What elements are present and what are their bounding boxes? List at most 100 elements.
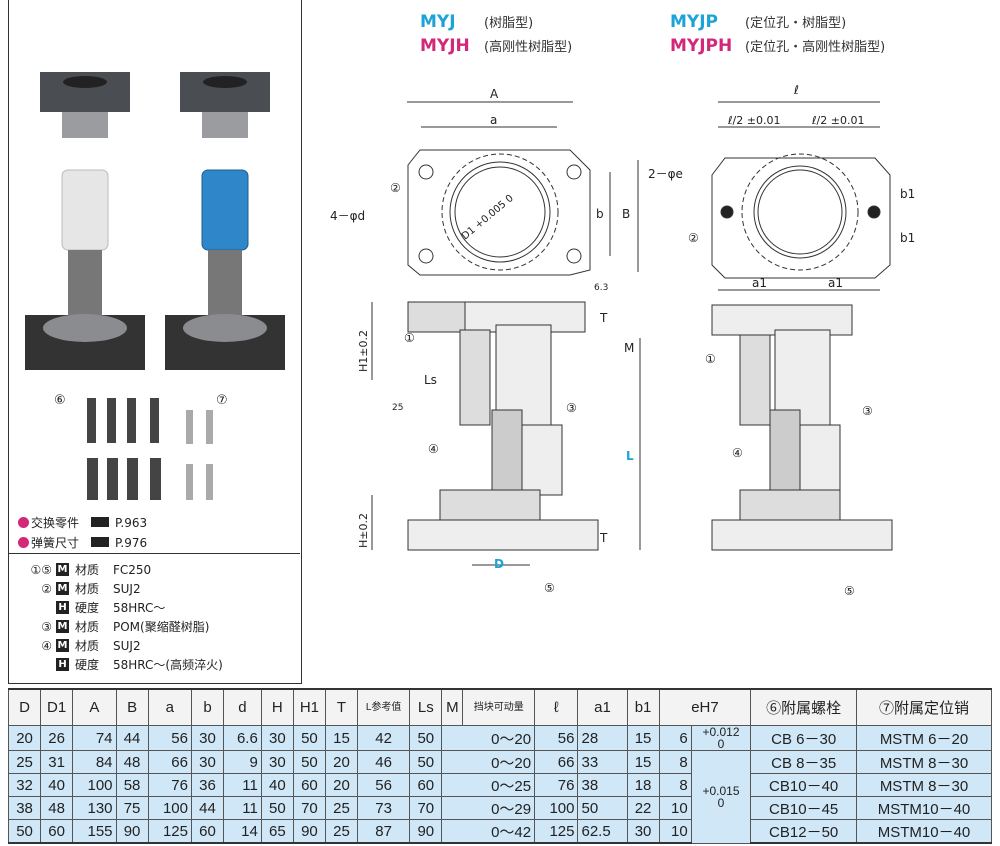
dim-B: B: [622, 207, 630, 221]
table-cell: MSTM10－40: [856, 819, 992, 844]
table-cell: 15: [324, 725, 359, 751]
table-cell: 73: [357, 796, 411, 820]
divider: [8, 553, 300, 554]
table-cell: 50: [577, 796, 628, 820]
dim-l: ℓ: [793, 83, 799, 97]
table-cell: 50: [260, 796, 294, 820]
table-cell: 60: [292, 773, 326, 797]
hardness-badge-icon: H: [56, 658, 69, 671]
table-cell: 66: [534, 750, 579, 774]
table-cell: 42: [357, 725, 411, 751]
dim-a: a: [490, 113, 497, 127]
column-header: L参考值: [357, 688, 411, 726]
dim-a1-2: a1: [828, 276, 843, 290]
hardness-badge-icon: H: [56, 601, 69, 614]
column-header: ⑦附属定位销: [856, 688, 992, 726]
dim-b: b: [596, 207, 604, 221]
table-cell: 50: [292, 750, 326, 774]
book-icon: [91, 537, 110, 547]
dim-M: M: [624, 341, 634, 355]
column-header: T: [324, 688, 359, 726]
table-cell: 0～29: [441, 796, 536, 820]
table-cell: CB10－40: [750, 773, 857, 797]
pin-label: ⑦: [216, 393, 228, 408]
table-cell: 130: [72, 796, 117, 820]
dim-H: H±0.2: [357, 513, 370, 548]
table-cell: 48: [40, 796, 74, 820]
column-header: H1: [292, 688, 326, 726]
table-cell: 0～42: [441, 819, 536, 844]
table-cell: 40: [40, 773, 74, 797]
top-view-myjp: [711, 101, 891, 291]
table-cell: 56: [357, 773, 411, 797]
table-cell: 25: [7, 750, 42, 774]
dim-d: 4－φd: [330, 209, 365, 223]
table-cell: CB 8－35: [750, 750, 857, 774]
column-header: A: [72, 688, 117, 726]
top-view-myj: [407, 101, 639, 276]
column-header: D: [7, 688, 42, 726]
table-cell: 46: [357, 750, 411, 774]
column-header: d: [223, 688, 262, 726]
callout-3b: ③: [862, 404, 873, 418]
callout-2: ②: [390, 181, 401, 195]
dim-H1: H1±0.2: [357, 330, 370, 372]
column-header: a1: [577, 688, 628, 726]
table-cell: 50: [292, 725, 326, 751]
table-cell: 50: [7, 819, 42, 844]
table-cell: 60: [40, 819, 74, 844]
table-cell: 30: [260, 725, 294, 751]
table-cell: 62.5: [577, 819, 628, 844]
table-cell: 100: [72, 773, 117, 797]
callout-1b: ①: [705, 352, 716, 366]
table-cell: 28: [577, 725, 628, 751]
table-cell: 25: [324, 796, 359, 820]
table-cell: 44: [115, 725, 149, 751]
series-myjp: MYJP(定位孔・树脂型): [670, 12, 847, 32]
table-cell: 70: [409, 796, 443, 820]
table-cell: 11: [223, 773, 262, 797]
table-cell: MSTM 8－30: [856, 750, 992, 774]
table-cell: 56: [147, 725, 192, 751]
table-cell: 36: [190, 773, 225, 797]
table-cell: 31: [40, 750, 74, 774]
table-cell: 14: [223, 819, 262, 844]
product-images: [25, 72, 285, 500]
table-cell: 60: [409, 773, 443, 797]
callout-4b: ④: [732, 446, 743, 460]
table-cell: 0～20: [441, 725, 536, 751]
dim-l-half-2: ℓ/2 ±0.01: [811, 114, 864, 127]
table-cell: 30: [190, 725, 225, 751]
column-header: b1: [626, 688, 660, 726]
dim-D1: D1 +0.005 0: [460, 193, 516, 242]
material-badge-icon: M: [56, 620, 69, 633]
callout-1: ①: [404, 331, 415, 345]
table-cell: 15: [626, 750, 660, 774]
table-cell: 20: [324, 773, 359, 797]
column-header: H: [260, 688, 294, 726]
table-cell: 26: [40, 725, 74, 751]
dim-D: D: [494, 557, 504, 571]
series-myjph: MYJPH(定位孔・高刚性树脂型): [670, 36, 886, 56]
material-badge-icon: M: [56, 582, 69, 595]
dim-a1-1: a1: [752, 276, 767, 290]
table-cell: 100: [534, 796, 579, 820]
table-cell: 18: [626, 773, 660, 797]
table-cell: 125: [534, 819, 579, 844]
column-header: eH7: [658, 688, 752, 726]
section-view-myjp: [711, 304, 893, 551]
table-cell: 76: [147, 773, 192, 797]
table-cell: CB10－45: [750, 796, 857, 820]
table-cell: 50: [409, 750, 443, 774]
table-cell: 58: [115, 773, 149, 797]
roughness-25: 25: [392, 403, 403, 413]
table-cell: 10: [658, 819, 692, 844]
material-badge-icon: M: [56, 563, 69, 576]
